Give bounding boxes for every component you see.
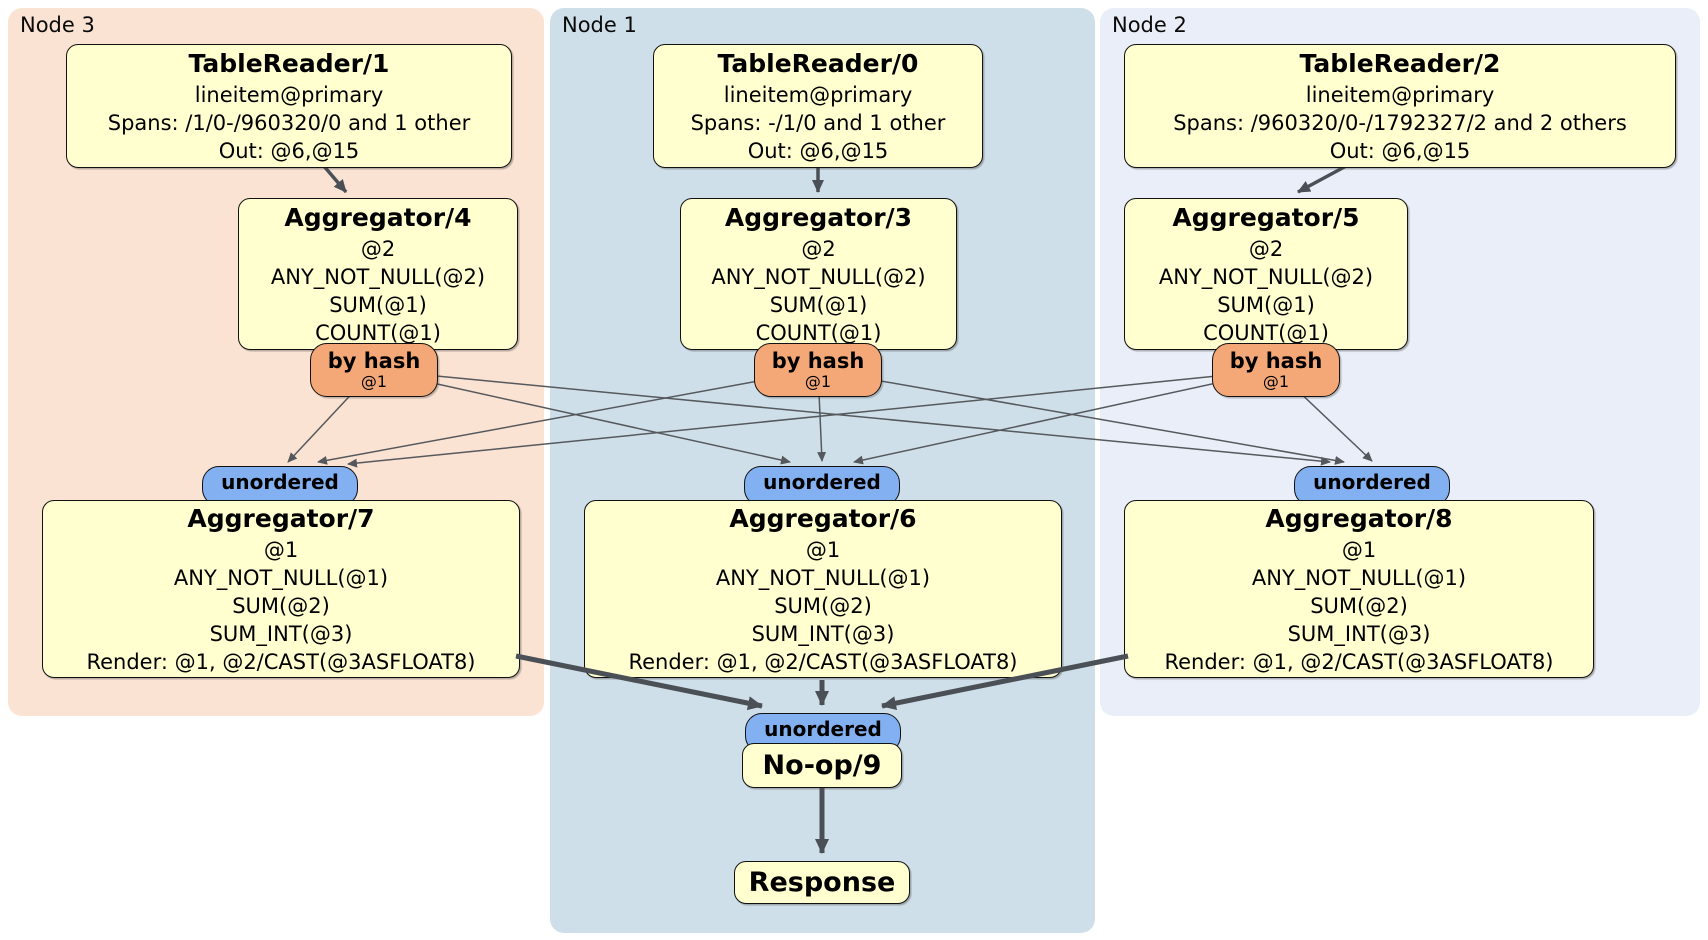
- unordered-badge-label: unordered: [764, 717, 882, 741]
- processor-title: Aggregator/8: [1265, 504, 1453, 533]
- aggregator8-box: Aggregator/8 @1 ANY_NOT_NULL(@1) SUM(@2)…: [1124, 500, 1594, 678]
- by-hash-badge-agg5: by hash @1: [1212, 343, 1340, 397]
- processor-line: COUNT(@1): [1203, 321, 1329, 345]
- processor-line: ANY_NOT_NULL(@2): [711, 265, 926, 289]
- node2-region-label: Node 2: [1112, 13, 1187, 37]
- processor-line: Render: @1, @2/CAST(@3ASFLOAT8): [1164, 650, 1554, 674]
- processor-line: Out: @6,@15: [747, 139, 889, 163]
- edge-tr2-agg5: [1297, 163, 1349, 194]
- by-hash-label: by hash: [327, 349, 421, 373]
- processor-line: ANY_NOT_NULL(@1): [1251, 566, 1467, 590]
- by-hash-key: @1: [804, 372, 832, 391]
- processor-line: Render: @1, @2/CAST(@3ASFLOAT8): [628, 650, 1018, 674]
- node3-region-label: Node 3: [20, 13, 95, 37]
- edge-byhash5-unordered7: [347, 369, 1277, 468]
- noop9-box: No-op/9: [742, 743, 902, 788]
- processor-line: Out: @6,@15: [1329, 139, 1471, 163]
- unordered-badge-agg6: unordered: [744, 466, 900, 506]
- processor-line: @1: [805, 538, 841, 562]
- unordered-badge-agg8: unordered: [1294, 466, 1450, 506]
- unordered-badge-agg7: unordered: [202, 466, 358, 506]
- edge-byhash4-unordered6: [373, 369, 791, 465]
- processor-line: SUM(@2): [232, 594, 330, 618]
- processor-title: Aggregator/5: [1172, 203, 1360, 232]
- merge-edges: [515, 653, 1129, 854]
- processor-line: @1: [1341, 538, 1377, 562]
- processor-line: COUNT(@1): [755, 321, 882, 345]
- processor-line: @2: [360, 237, 396, 261]
- processor-line: Spans: /1/0-/960320/0 and 1 other: [107, 111, 471, 135]
- processor-line: lineitem@primary: [194, 83, 384, 107]
- processor-line: lineitem@primary: [723, 83, 913, 107]
- tablereader-aggregator-edges: [321, 163, 1349, 194]
- edge-byhash3-unordered8: [817, 369, 1345, 465]
- aggregator6-box: Aggregator/6 @1 ANY_NOT_NULL(@1) SUM(@2)…: [584, 500, 1062, 678]
- tablereader1-box: TableReader/1 lineitem@primary Spans: /1…: [66, 44, 512, 168]
- tablereader2-box: TableReader/2 lineitem@primary Spans: /9…: [1124, 44, 1676, 168]
- processor-line: ANY_NOT_NULL(@2): [1158, 265, 1374, 289]
- processor-title: Aggregator/4: [284, 203, 472, 232]
- processor-title: Aggregator/3: [724, 203, 913, 232]
- unordered-badge-label: unordered: [221, 470, 339, 494]
- processor-line: SUM(@1): [1217, 293, 1315, 317]
- edge-tr1-agg4: [321, 163, 348, 194]
- aggregator3-box: Aggregator/3 @2 ANY_NOT_NULL(@2) SUM(@1)…: [680, 198, 957, 350]
- processor-line: SUM(@2): [774, 594, 872, 618]
- processor-title: TableReader/1: [188, 49, 390, 78]
- processor-line: ANY_NOT_NULL(@1): [715, 566, 931, 590]
- aggregator4-box: Aggregator/4 @2 ANY_NOT_NULL(@2) SUM(@1)…: [238, 198, 518, 350]
- processor-title: Response: [748, 866, 896, 898]
- processor-title: TableReader/0: [717, 49, 919, 78]
- processor-line: SUM(@1): [769, 293, 868, 317]
- by-hash-label: by hash: [1229, 349, 1323, 373]
- aggregator7-box: Aggregator/7 @1 ANY_NOT_NULL(@1) SUM(@2)…: [42, 500, 520, 678]
- processor-title: No-op/9: [762, 749, 882, 781]
- processor-line: SUM_INT(@3): [209, 622, 353, 646]
- edge-byhash4-unordered8: [373, 369, 1331, 466]
- by-hash-badge-agg3: by hash @1: [754, 343, 882, 397]
- processor-title: TableReader/2: [1299, 49, 1501, 78]
- processor-line: @2: [801, 237, 836, 261]
- response-box: Response: [734, 861, 910, 904]
- unordered-badge-label: unordered: [1313, 470, 1431, 494]
- by-hash-key: @1: [360, 372, 388, 391]
- processor-line: COUNT(@1): [315, 321, 441, 345]
- edge-agg8-unordered9: [881, 653, 1129, 711]
- processor-title: Aggregator/7: [187, 504, 375, 533]
- processor-line: @1: [263, 538, 299, 562]
- aggregator5-box: Aggregator/5 @2 ANY_NOT_NULL(@2) SUM(@1)…: [1124, 198, 1408, 350]
- by-hash-badge-agg4: by hash @1: [310, 343, 438, 397]
- processor-line: Render: @1, @2/CAST(@3ASFLOAT8): [86, 650, 476, 674]
- tablereader0-box: TableReader/0 lineitem@primary Spans: -/…: [653, 44, 983, 168]
- processor-line: SUM(@2): [1310, 594, 1408, 618]
- processor-line: @2: [1248, 237, 1284, 261]
- processor-title: Aggregator/6: [729, 504, 917, 533]
- by-hash-key: @1: [1262, 372, 1290, 391]
- processor-line: SUM(@1): [329, 293, 427, 317]
- processor-line: ANY_NOT_NULL(@1): [173, 566, 389, 590]
- node1-region-label: Node 1: [562, 13, 637, 37]
- unordered-badge-label: unordered: [763, 470, 881, 494]
- processor-line: lineitem@primary: [1305, 83, 1495, 107]
- processor-line: Spans: -/1/0 and 1 other: [690, 111, 946, 135]
- processor-line: Out: @6,@15: [218, 139, 360, 163]
- edge-agg7-unordered9: [515, 653, 763, 711]
- edge-byhash5-unordered6: [853, 369, 1277, 465]
- processor-line: SUM_INT(@3): [751, 622, 895, 646]
- processor-line: Spans: /960320/0-/1792327/2 and 2 others: [1173, 111, 1627, 135]
- processor-line: SUM_INT(@3): [1287, 622, 1431, 646]
- by-hash-label: by hash: [771, 349, 865, 373]
- edge-byhash3-unordered7: [317, 369, 819, 465]
- processor-line: ANY_NOT_NULL(@2): [270, 265, 486, 289]
